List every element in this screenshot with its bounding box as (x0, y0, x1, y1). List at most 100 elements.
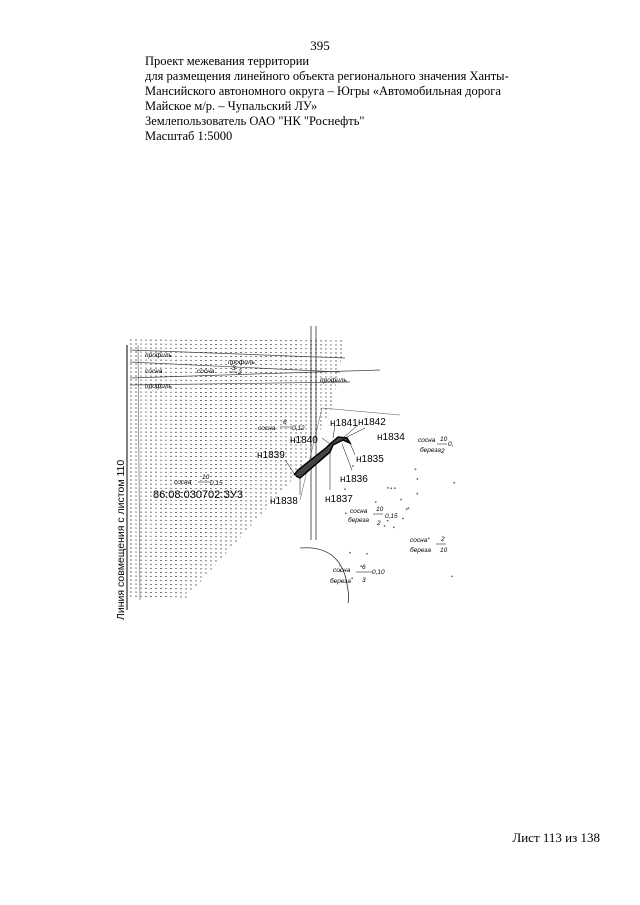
hatch-line (129, 515, 259, 518)
hatch-line (129, 431, 320, 434)
hatch-line (129, 395, 334, 398)
document-header: Проект межевания территории для размещен… (145, 54, 545, 144)
grid-line (137, 344, 141, 601)
hatch-line (129, 339, 346, 342)
terrain-dot (393, 487, 396, 490)
fraction-number: 2 (376, 520, 381, 527)
fraction-number: 2 (237, 369, 242, 376)
terrain-dot (339, 570, 342, 573)
terrain-dot (416, 492, 419, 495)
hatch-line (129, 403, 333, 406)
annotation: профиль (320, 377, 348, 384)
hatch-line (129, 471, 299, 474)
point-label: н1840 (290, 435, 318, 446)
sheet-join-label: Линия совмещения с листом 110 (115, 460, 127, 620)
annotation: сосна (174, 479, 192, 486)
header-line: Масштаб 1:5000 (145, 129, 233, 143)
fraction-number: 0,10 (372, 569, 385, 576)
hatch-line (129, 535, 241, 538)
hatch-line (129, 591, 191, 594)
parcel-boundary (293, 436, 352, 479)
terrain-dot (349, 551, 351, 554)
hatch-line (129, 479, 292, 482)
hatch-line (129, 583, 198, 586)
annotation: береза (420, 446, 441, 454)
annotation: профиль (145, 383, 173, 390)
terrain-dot (407, 507, 410, 510)
annotation: сосна (350, 508, 368, 515)
terrain-dot (383, 525, 386, 527)
point-label: н1839 (257, 450, 285, 461)
fraction-number: 10 (202, 474, 210, 481)
hatch-line (129, 555, 223, 558)
annotation: профиль (145, 352, 173, 359)
terrain-dot (453, 481, 456, 484)
profile-line (129, 369, 381, 379)
hatch-line (129, 567, 212, 570)
hatch-line (129, 579, 202, 582)
annotation: береза (348, 516, 369, 524)
hatch-line (129, 435, 318, 438)
fraction-number: 0, (448, 441, 454, 448)
terrain-dot (400, 498, 403, 501)
terrain-dot (427, 537, 430, 540)
terrain-dot (366, 552, 368, 555)
terrain-dot (351, 577, 354, 580)
terrain-dot (339, 564, 342, 567)
hatch-line (129, 343, 345, 346)
terrain-dots (339, 465, 456, 580)
hatch-line (129, 527, 248, 530)
terrain-dot (416, 478, 419, 480)
fraction-number: 0,15 (210, 480, 223, 487)
terrain-dot (344, 488, 346, 491)
header-line: Проект межевания территории (145, 54, 310, 68)
hatch-line (129, 359, 342, 362)
hatch-line (129, 551, 227, 554)
hatch-line (129, 563, 216, 566)
terrain-dot (390, 487, 393, 490)
annotation: береза (410, 546, 431, 554)
point-label: н1837 (325, 494, 353, 505)
hatch-line (129, 415, 328, 418)
hatch-line (129, 407, 332, 410)
hatch-line (129, 419, 326, 422)
hatch-line (129, 571, 209, 574)
annotation: сосна (418, 437, 436, 444)
hatch-line (129, 351, 343, 354)
annotation: сосна (333, 567, 351, 574)
annotation: профиль (228, 359, 256, 366)
terrain-dot (374, 501, 377, 503)
annotation: сосна (410, 537, 428, 544)
hatch-line (129, 511, 263, 514)
hatch-line (129, 427, 322, 430)
hatch-line (129, 491, 281, 494)
point-label: н1841 (330, 418, 358, 429)
hatch-line (129, 347, 344, 350)
hatch-line (129, 507, 266, 510)
hatch-line (129, 519, 256, 522)
hatch-line (129, 463, 304, 466)
point-label: н1835 (356, 454, 384, 465)
annotation: сосна (258, 425, 276, 432)
hatch-line (129, 539, 238, 542)
marsh-hatching (129, 339, 346, 598)
fraction-number: 3 (362, 577, 366, 584)
hatch-line (129, 379, 338, 382)
hatch-line (129, 475, 295, 478)
terrain-dot (405, 508, 408, 511)
point-label: н1836 (340, 474, 368, 485)
fraction-number: 10 (440, 436, 448, 443)
hatch-line (129, 503, 270, 506)
annotation: сосна (145, 368, 163, 375)
hatch-line (129, 363, 341, 366)
fraction-number: 6 (362, 564, 366, 571)
hatch-line (129, 443, 314, 446)
hatch-line (129, 523, 252, 526)
fraction-number: 6 (283, 419, 287, 426)
terrain-dot (360, 565, 362, 567)
terrain-dot (352, 465, 354, 467)
terrain-dot (414, 468, 417, 471)
boundary-curve (299, 547, 349, 604)
terrain-dot (387, 487, 389, 489)
sheet-counter: Лист 113 из 138 (512, 830, 600, 845)
